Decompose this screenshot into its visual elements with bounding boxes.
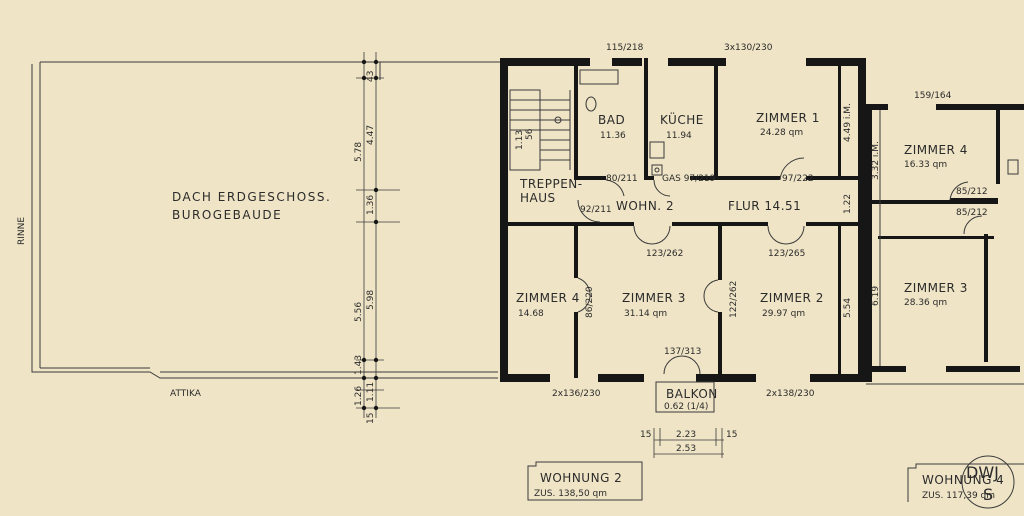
dim-554: 5.54 (843, 298, 853, 318)
dim-136: 1.36 (366, 195, 376, 215)
w2-title: WOHNUNG 2 (540, 471, 622, 485)
dim-578: 5.78 (354, 142, 364, 162)
door-bad: 80/211 (606, 174, 638, 184)
room-zimmer3-name: ZIMMER 3 (622, 291, 686, 305)
nb-zimmer4-name: ZIMMER 4 (904, 143, 968, 157)
door-swings (577, 157, 805, 375)
door-zimmer4: 86/220 (585, 286, 595, 318)
attika-label: ATTIKA (170, 389, 202, 399)
room-zimmer2-area: 29.97 qm (762, 309, 805, 319)
bal-dim-253: 2.53 (676, 444, 696, 454)
dim-449: 4.49 i.M. (843, 103, 853, 142)
balkon-name: BALKON (666, 387, 718, 401)
bath-fixtures (579, 69, 619, 112)
door-gas: GAS 97/219 (662, 174, 716, 184)
legend-wohnung4 (907, 463, 1024, 502)
w2-area: ZUS. 138,50 qm (534, 489, 607, 499)
treppenhaus-line1: TREPPEN- (519, 177, 583, 191)
roof-area (31, 61, 500, 379)
nb-zimmer3-area: 28.36 qm (904, 298, 947, 308)
apartment-4-walls (866, 104, 1024, 385)
opening-top1: 115/218 (606, 43, 644, 53)
room-kueche-name: KÜCHE (660, 111, 704, 127)
balkon-area: 0.62 (1/4) (664, 402, 708, 412)
roof-title-line2: BUROGEBAUDE (172, 208, 282, 222)
room-bad-name: BAD (598, 113, 625, 127)
door-treppenhaus: 92/211 (580, 205, 612, 215)
nb-zimmer4-area: 16.33 qm (904, 160, 947, 170)
w4-title: WOHNUNG 4 (922, 473, 1004, 487)
dim-143: 1.43 (354, 355, 364, 375)
nb-zimmer3-name: ZIMMER 3 (904, 281, 968, 295)
apartment-2-walls (500, 58, 866, 382)
room-zimmer1-name: ZIMMER 1 (756, 111, 820, 125)
kitchen-fixtures (649, 141, 665, 176)
door-zimmer3: 123/262 (646, 249, 683, 259)
room-flur-label: FLUR 14.51 (728, 199, 801, 213)
opening-bottom1: 2x136/230 (552, 389, 601, 399)
dim-15: 15 (366, 413, 376, 424)
room-zimmer1-area: 24.28 qm (760, 128, 803, 138)
bal-dim-15b: 15 (726, 430, 737, 440)
dim-619: 6.19 (871, 286, 881, 306)
bal-dim-223: 2.23 (676, 430, 696, 440)
door-zimmer2: 123/265 (768, 249, 805, 259)
dim-56: 56 (525, 128, 535, 140)
room-zimmer2-name: ZIMMER 2 (760, 291, 824, 305)
balcony-outline (655, 381, 715, 413)
balcony-dimension (653, 428, 724, 458)
stamp-seal (961, 455, 1015, 509)
room-zimmer4-area: 14.68 (518, 309, 544, 319)
rinne-label: RINNE (17, 217, 27, 245)
room-kueche-area: 11.94 (666, 131, 692, 141)
dim-126: 1.26 (354, 386, 364, 406)
opening-bottom2: 2x138/230 (766, 389, 815, 399)
room-zimmer3-area: 31.14 qm (624, 309, 667, 319)
stamp-line2: S (983, 485, 993, 504)
nb-door2: 85/212 (956, 208, 988, 218)
dim-111: 1.11 (366, 382, 376, 402)
balcony-door: 137/313 (664, 347, 701, 357)
dim-447: 4.47 (366, 125, 376, 145)
room-zimmer4-name: ZIMMER 4 (516, 291, 580, 305)
opening-top2: 3x130/230 (724, 43, 773, 53)
nb-door1: 85/212 (956, 187, 988, 197)
dim-556: 5.56 (354, 302, 364, 322)
door-zimmer3-zimmer2: 122/262 (729, 281, 739, 318)
room-bad-area: 11.36 (600, 131, 626, 141)
roof-title-line1: DACH ERDGESCHOSS. (172, 190, 331, 204)
roof-dimension-chain (356, 52, 400, 418)
legend-wohnung2 (527, 461, 643, 501)
w4-area: ZUS. 117,39 qm (922, 491, 995, 501)
dim-598: 5.98 (366, 290, 376, 310)
room-wohn2-label: WOHN. 2 (616, 199, 674, 213)
bal-dim-15a: 15 (640, 430, 651, 440)
dim-122: 1.22 (843, 194, 853, 214)
dim-113: 1.13 (515, 130, 525, 150)
stair (509, 89, 571, 171)
dim-332: 3.32 i.M. (871, 141, 881, 180)
opening-top-nb: 159/164 (914, 91, 952, 101)
treppenhaus-line2: HAUS (520, 191, 556, 205)
dim-43-top: 43 (366, 71, 376, 82)
door-zimmer1: 97/222 (782, 174, 814, 184)
stamp-line1: DWJ (966, 463, 999, 482)
